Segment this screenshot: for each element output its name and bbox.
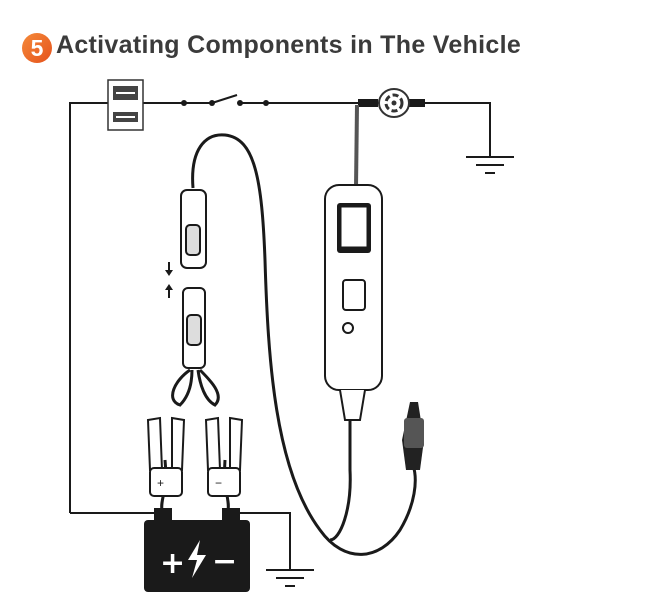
svg-text:−: − — [212, 544, 237, 579]
svg-text:−: − — [215, 476, 222, 490]
battery-ground-icon — [266, 569, 314, 587]
probe-button-icon — [342, 322, 354, 334]
step-badge: 5 — [22, 33, 52, 63]
ground-wire — [240, 512, 291, 570]
circuit-wire — [69, 102, 491, 513]
probe-tip — [354, 104, 359, 189]
ground-icon — [466, 156, 514, 174]
battery-clip-positive: + — [146, 416, 186, 497]
cable-connector — [180, 189, 207, 369]
svg-text:+: + — [160, 546, 185, 581]
vehicle-component-icon — [358, 88, 425, 118]
switch-lever — [211, 94, 238, 104]
fuse-icon — [107, 79, 144, 131]
battery-clip-negative: − — [204, 416, 244, 497]
svg-text:+: + — [157, 476, 164, 490]
alligator-clip-icon — [402, 402, 424, 470]
page-title: Activating Components in The Vehicle — [56, 31, 522, 59]
rocker-switch-icon — [342, 279, 366, 311]
battery-icon: + − — [144, 508, 250, 592]
power-probe-device — [324, 184, 383, 421]
switch — [181, 100, 269, 106]
connect-arrows-icon — [165, 262, 173, 298]
